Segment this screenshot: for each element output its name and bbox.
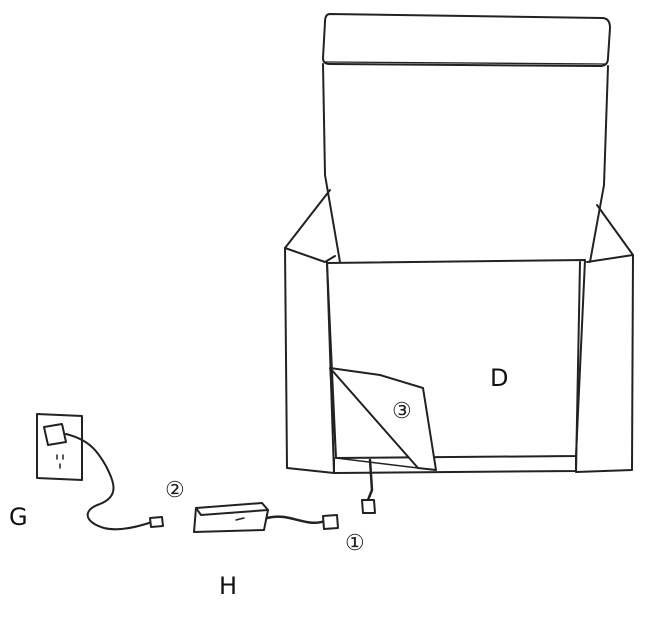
chair-right-arm	[586, 204, 634, 263]
chair-left-arm	[284, 189, 336, 263]
adapter-output-cable	[265, 515, 327, 525]
chair-backrest-right	[589, 65, 609, 263]
step-2-marker: ②	[165, 478, 185, 503]
chair-backrest	[322, 63, 341, 263]
chair-access-flap	[329, 367, 437, 471]
chair-right-arm-front	[575, 254, 634, 473]
adapter-output-plug	[322, 514, 339, 530]
outlet-plug	[43, 423, 67, 446]
chair-back-seam	[325, 61, 607, 65]
step-1-marker: ①	[345, 531, 365, 556]
label-adapter: H	[219, 572, 238, 600]
adapter-body	[193, 507, 269, 533]
chair-left-arm-front	[284, 247, 335, 474]
chair-rear-panel	[326, 259, 586, 459]
chair-headrest	[322, 13, 611, 67]
outlet-cord	[65, 433, 153, 531]
outlet-plate	[36, 413, 83, 481]
chair-flap-opening	[329, 367, 419, 469]
power-adapter	[193, 502, 339, 533]
chair-bottom-rail	[333, 455, 577, 474]
outlet-socket-holes	[56, 454, 64, 469]
adapter-logo	[235, 517, 245, 521]
adapter-top	[195, 502, 269, 516]
label-outlet: G	[9, 503, 28, 531]
recliner-chair	[284, 13, 634, 514]
outlet-cord-end	[149, 516, 164, 528]
chair-power-cable	[366, 458, 374, 502]
chair-connector-plug	[361, 499, 376, 514]
wall-outlet	[36, 413, 164, 531]
label-chair: D	[490, 364, 509, 392]
step-3-marker: ③	[392, 399, 412, 424]
